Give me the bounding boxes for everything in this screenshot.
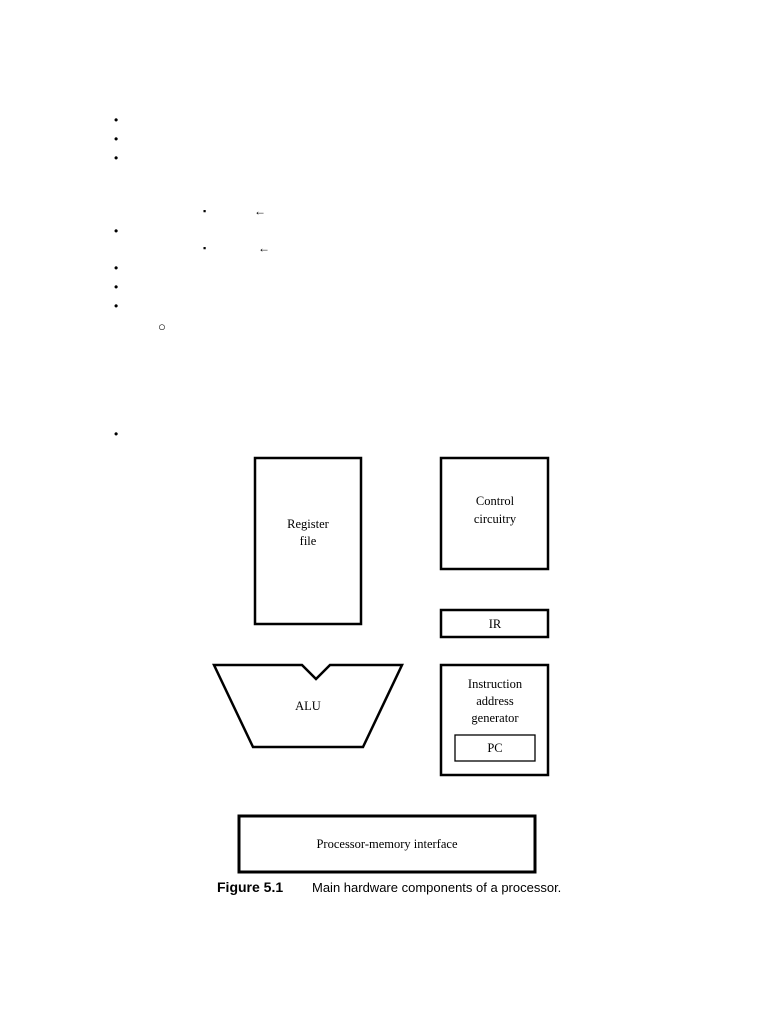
processor-memory-interface-block: Processor-memory interface	[237, 814, 537, 874]
bullet-marker: •	[114, 132, 119, 146]
left-arrow-icon: ←	[258, 241, 270, 255]
instruction-address-generator-label-line: Instruction	[468, 677, 523, 691]
square-bullet-marker: ▪	[203, 243, 207, 253]
control-circuitry-block: Control circuitry	[439, 456, 550, 571]
bullet-marker: •	[114, 299, 119, 313]
instruction-address-generator-block: Instruction address generator PC	[439, 663, 550, 777]
ir-label: IR	[489, 617, 502, 631]
register-file-block: Register file	[253, 456, 363, 626]
instruction-address-generator-label-line: generator	[471, 711, 519, 725]
control-circuitry-label-line: Control	[476, 494, 515, 508]
bullet-marker: •	[114, 224, 119, 238]
left-arrow-icon: ←	[254, 204, 266, 218]
figure-caption-number: Figure 5.1	[217, 879, 283, 895]
instruction-address-generator-label-line: address	[476, 694, 514, 708]
pc-block: PC	[454, 734, 536, 762]
bullet-marker: •	[114, 261, 119, 275]
alu-block: ALU	[212, 663, 404, 749]
register-file-label-line: file	[300, 534, 317, 548]
circle-bullet-marker: ○	[158, 319, 166, 334]
figure-caption-text: Main hardware components of a processor.	[312, 880, 561, 895]
bullet-marker: •	[114, 151, 119, 165]
square-bullet-marker: ▪	[203, 206, 207, 216]
control-circuitry-label-line: circuitry	[474, 512, 517, 526]
bullet-marker: •	[114, 113, 119, 127]
register-file-label-line: Register	[287, 517, 329, 531]
bullet-marker: •	[114, 280, 119, 294]
pc-label: PC	[487, 741, 502, 755]
alu-label: ALU	[295, 699, 321, 713]
ir-block: IR	[439, 608, 550, 639]
processor-memory-interface-label: Processor-memory interface	[316, 837, 457, 851]
bullet-marker: •	[114, 427, 119, 441]
